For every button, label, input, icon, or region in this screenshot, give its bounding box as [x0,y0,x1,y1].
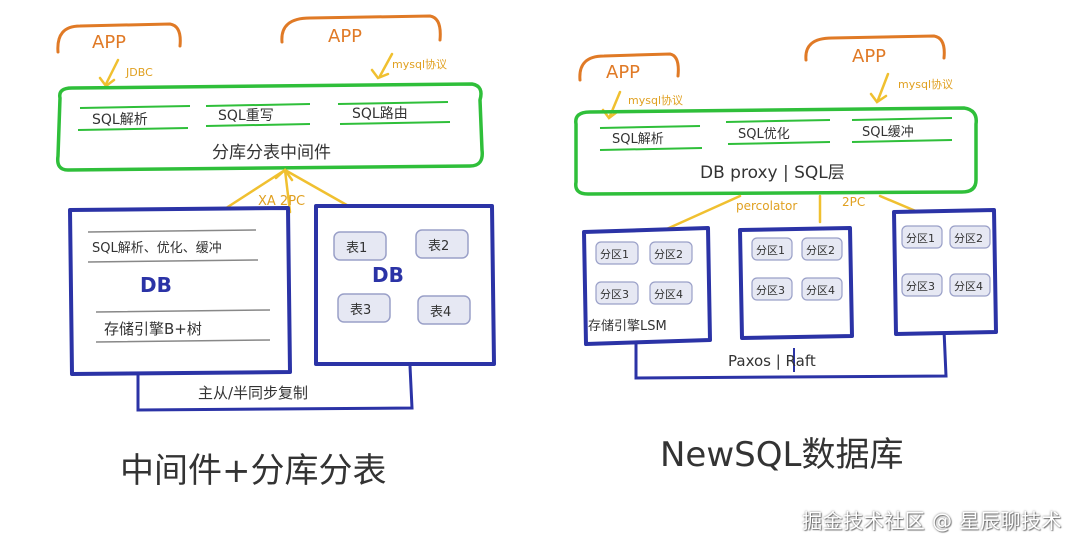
left-arrowhead-mysql [370,68,390,80]
right-proxy-box: SQL解析 SQL优化 SQL缓冲 DB proxy | SQL层 [574,106,978,196]
right-node3-shard-3: 分区3 [906,280,935,293]
right-node3-shard-2: 分区2 [954,232,983,245]
right-protocol-2pc: 2PC [842,195,865,209]
left-middleware-box: SQL解析 SQL重写 SQL路由 分库分表中间件 [55,82,484,172]
left-diagram: APP APP JDBC mysql协议 SQL解析 SQL重写 SQL路由 分… [55,14,496,491]
left-protocol-mysql: mysql协议 [392,57,447,71]
right-node3-shard-1: 分区1 [906,232,935,245]
left-table-2: 表2 [428,239,449,254]
left-table-4: 表4 [430,305,451,320]
right-consensus-box: Paxos | Raft [634,329,948,380]
left-db-label: DB [140,273,172,297]
right-arrowhead-2 [869,92,888,104]
right-node1-shard-3: 分区3 [600,288,629,301]
right-node1-shard-2: 分区2 [654,248,683,261]
right-node1-shard-1: 分区1 [600,248,629,261]
left-app-1-label: APP [92,32,126,53]
right-node2-shard-4: 分区4 [806,284,835,297]
left-protocol-xa: XA 2PC [258,194,305,209]
left-arrow-jdbc [104,58,120,86]
left-replication-label: 主从/半同步复制 [198,384,308,402]
right-node-2: 分区1 分区2 分区3 分区4 [738,226,854,340]
left-module-parse: SQL解析 [92,112,148,128]
right-module-parse: SQL解析 [612,132,664,147]
right-node2-shard-3: 分区3 [756,284,785,297]
right-proxy-label: DB proxy | SQL层 [700,163,845,183]
right-node-3: 分区1 分区2 分区3 分区4 [892,208,998,336]
right-module-optimize: SQL优化 [738,127,790,142]
right-app-1-label: APP [606,62,640,83]
left-db-shards-node: 表1 表2 表3 表4 DB [314,204,496,366]
right-node1-shard-4: 分区4 [654,288,683,301]
left-middleware-label: 分库分表中间件 [212,143,331,163]
left-module-route: SQL路由 [352,106,408,122]
left-db-node: SQL解析、优化、缓冲 DB 存储引擎B+树 [68,206,292,376]
left-caption: 中间件+分库分表 [120,451,387,491]
left-module-rewrite: SQL重写 [218,108,274,124]
right-app-2-label: APP [852,46,886,67]
left-table-3: 表3 [350,303,371,318]
right-txn-arrows [658,194,920,234]
right-consensus-label: Paxos | Raft [728,352,816,370]
right-node2-shard-1: 分区1 [756,244,785,257]
left-table-1: 表1 [346,241,367,256]
left-replication-box: 主从/半同步复制 [136,365,414,412]
right-caption: NewSQL数据库 [660,435,903,475]
watermark: 掘金技术社区 @ 星辰聊技术 [802,509,1062,533]
right-protocol-2: mysql协议 [898,77,953,91]
right-node-1: 分区1 分区2 分区3 分区4 存储引擎LSM [582,226,712,346]
right-app-1: APP [578,52,680,83]
left-xa-arrows [218,168,354,214]
left-db2-label: DB [372,263,404,287]
left-arrow-mysql [378,52,394,78]
right-node2-shard-2: 分区2 [806,244,835,257]
right-node1-engine: 存储引擎LSM [588,319,667,334]
left-db-top-module: SQL解析、优化、缓冲 [92,241,222,256]
left-protocol-jdbc: JDBC [125,66,153,79]
right-module-buffer: SQL缓冲 [862,125,914,140]
right-arrow-2 [876,72,890,102]
right-node3-shard-4: 分区4 [954,280,983,293]
right-diagram: APP APP mysql协议 mysql协议 SQL解析 SQL优化 SQL缓… [574,34,998,475]
left-db-engine: 存储引擎B+树 [104,320,202,338]
left-app-2: APP [280,14,442,47]
left-app-2-label: APP [328,26,362,47]
left-app-1: APP [56,22,182,54]
right-protocol-1: mysql协议 [628,93,683,107]
right-app-2: APP [804,34,946,67]
right-protocol-percolator: percolator [736,199,797,213]
